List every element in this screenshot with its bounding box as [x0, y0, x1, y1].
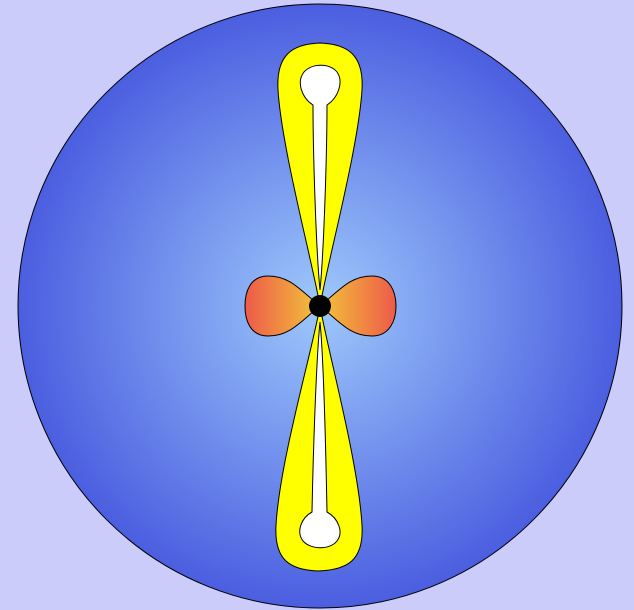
upper-lobe-inner [299, 64, 341, 291]
left-horizontal-lobe [244, 275, 321, 337]
nucleus-dot [309, 295, 331, 317]
lower-lobe-inner [299, 321, 341, 549]
right-horizontal-lobe [319, 275, 397, 337]
